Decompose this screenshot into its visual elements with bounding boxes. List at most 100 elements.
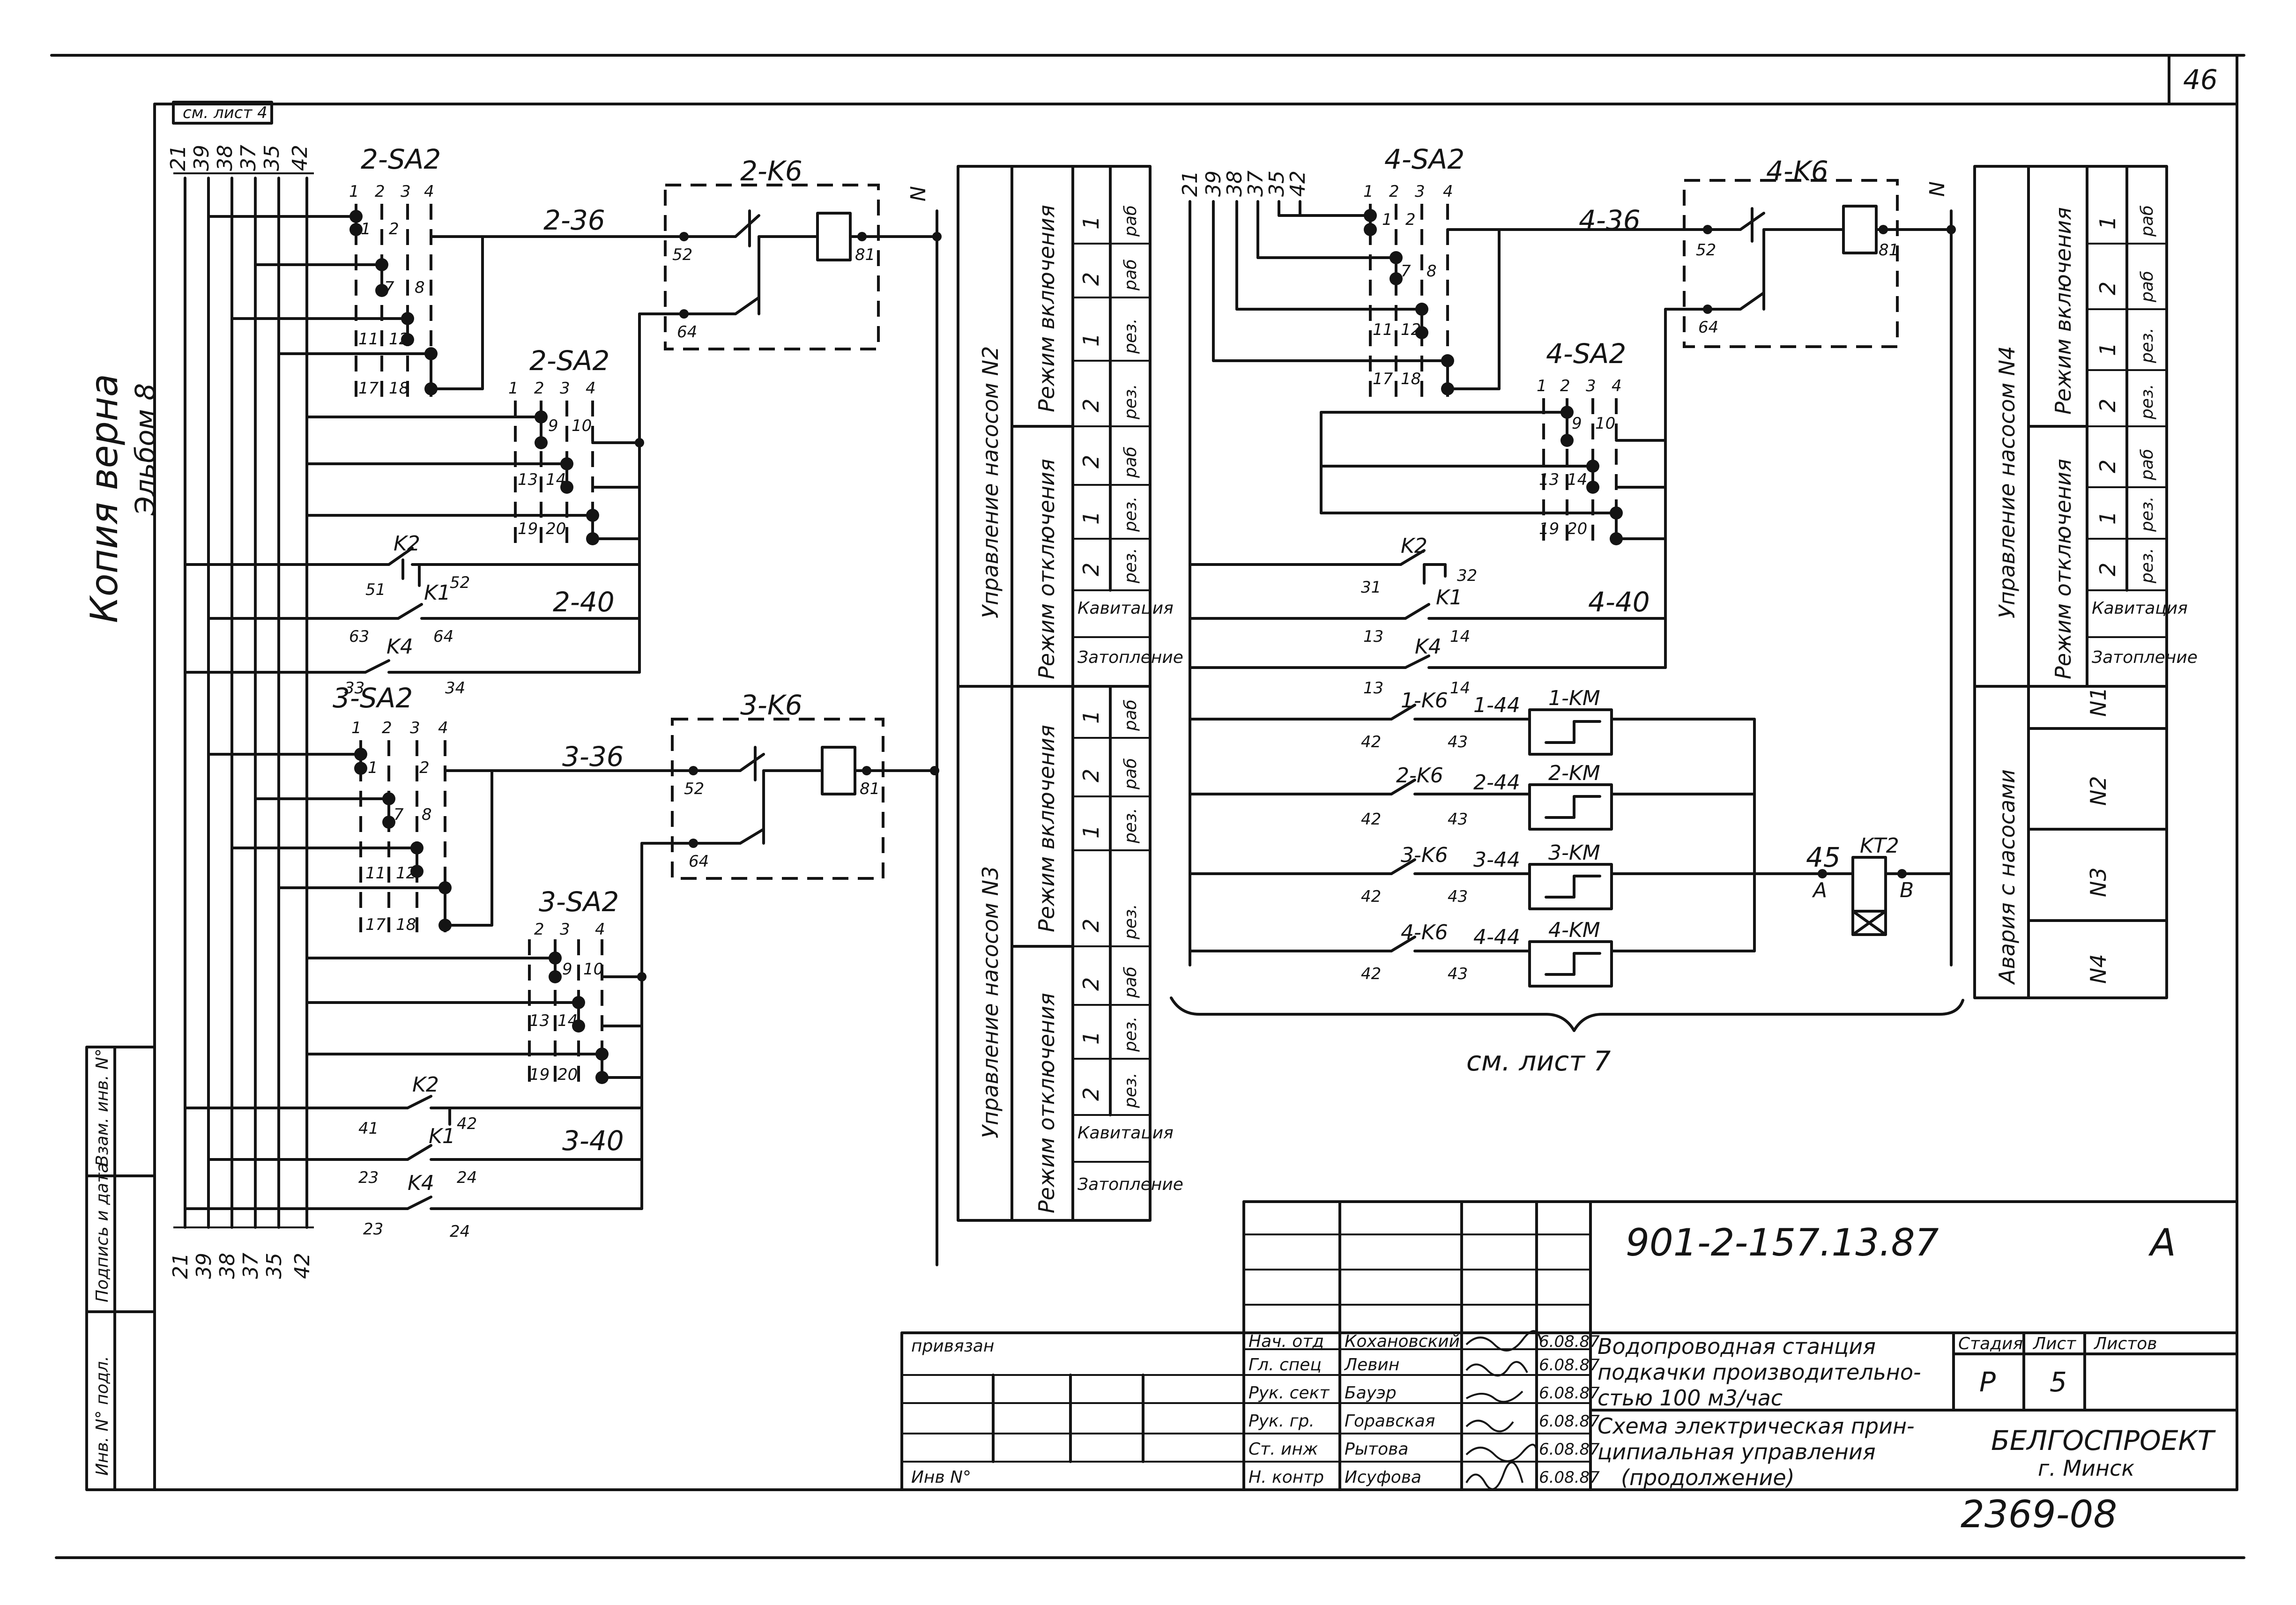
org-city: г. Минск	[2038, 1456, 2134, 1481]
term-label: 52	[672, 245, 692, 264]
row-num: 2	[2095, 399, 2120, 412]
row-cav: Кавитация	[1077, 599, 1174, 618]
wire-label: 2-36	[543, 204, 605, 236]
bus-label: 35	[262, 1253, 286, 1279]
pos-label: 1	[1537, 377, 1547, 395]
contact-label: 17	[1373, 370, 1393, 388]
term-label: 13	[1363, 679, 1383, 698]
km-label: 3-KM	[1548, 841, 1600, 865]
contact-k-label: K1	[429, 1124, 455, 1148]
contact-label: 1	[368, 758, 378, 777]
side-stamp: Инв. N° подл. Подпись и дата Взам. инв. …	[85, 1046, 156, 1491]
table-mode: Режим отключения	[2051, 459, 2076, 679]
tied-label: привязан	[911, 1337, 994, 1356]
row-mode: рез.	[2138, 496, 2157, 532]
contact-label: 13	[1539, 470, 1559, 489]
term-label: 81	[1879, 241, 1899, 260]
relay-2-k6-circuit: 2-36 2-K6 52 64 81	[481, 155, 938, 444]
relay-4-k6-circuit: 4-36 4-K6 52 64 81	[1498, 155, 1953, 442]
term-label: 42	[1361, 733, 1381, 751]
row-mode: раб	[1121, 205, 1140, 237]
term-label: 64	[433, 627, 453, 646]
pos-label: 3	[560, 379, 570, 398]
switch-2-sa2-a: 2-SA2 1 2 3 4 1 2 7 8 11 12 17 18	[207, 143, 484, 403]
row-mode: рез.	[1121, 384, 1140, 420]
wire-label: 3-44	[1473, 848, 1520, 872]
row-flood: Затопление	[1077, 1175, 1183, 1194]
switch-label: 2-SA2	[529, 345, 609, 377]
pos-label: 3	[1415, 182, 1425, 201]
relay-label: 1-K6	[1401, 689, 1448, 713]
corner-mark: 46	[2183, 64, 2218, 96]
title-block: 901-2-157.13.87 А привязан Инв N° Нач. о…	[900, 1200, 2238, 1491]
contact-k-label: K1	[424, 581, 451, 605]
bus-label: 35	[1265, 171, 1289, 197]
date: 6.08.87	[1539, 1468, 1600, 1487]
right-busbars: 21 39 38 37 35 42	[1178, 171, 1310, 966]
bus-label: 37	[237, 145, 260, 171]
contact-label: 20	[557, 1065, 578, 1084]
bus-label: 38	[215, 1253, 239, 1279]
wire-label: 2-40	[553, 586, 615, 618]
contact-label: 11	[1373, 320, 1393, 339]
drawing-title: ципиальная управления	[1598, 1439, 1876, 1464]
contact-label: 13	[518, 470, 538, 489]
contact-label: 11	[358, 330, 379, 349]
project-title: Водопроводная станция	[1598, 1334, 1876, 1359]
row-mode: рез.	[2138, 548, 2157, 584]
role: Ст. инж	[1248, 1440, 1318, 1459]
row-num: 2	[2095, 563, 2120, 576]
table-mode: Режим отключения	[1034, 993, 1059, 1213]
pump-label: N3	[2086, 867, 2111, 897]
row-num: 2	[1078, 272, 1104, 286]
term-label: 43	[1448, 733, 1468, 751]
date: 6.08.87	[1539, 1356, 1600, 1375]
table-mode: Режим отключения	[1034, 459, 1059, 679]
bus-label: 37	[239, 1253, 263, 1279]
switch-label: 2-SA2	[361, 143, 441, 175]
side-stamp-sign: Подпись и дата	[93, 1163, 112, 1302]
contact-label: 11	[365, 864, 386, 883]
contact-label: 18	[389, 379, 409, 398]
date: 6.08.87	[1539, 1412, 1600, 1431]
row-num: 2	[2095, 460, 2120, 473]
contact-label: 8	[1427, 262, 1437, 281]
contact-label: 8	[415, 278, 425, 297]
row-num: 2	[1078, 455, 1104, 468]
person-name: Левин	[1344, 1355, 1399, 1375]
row-num: 2	[1078, 399, 1104, 412]
sheets-label: Листов	[2093, 1334, 2157, 1353]
row-num: 1	[1078, 825, 1104, 839]
project-title: стью 100 м3/час	[1598, 1385, 1783, 1411]
switch-3-sa2-a: 3-SA2 1 2 3 4 1 2 7 8 11 12 17 18	[207, 682, 493, 934]
row-num: 2	[1078, 919, 1104, 932]
term-label: 64	[689, 852, 709, 871]
relay-label: 2-K6	[740, 155, 802, 187]
person-name: Исуфова	[1345, 1468, 1421, 1487]
contact-label: 2	[389, 220, 399, 238]
km-row-4: 4-K6 4-44 42 43 4-KM	[1189, 918, 1756, 988]
row-num: 2	[1078, 563, 1104, 576]
table-title: Управление насосом N3	[978, 866, 1003, 1138]
bus-label: 21	[1178, 171, 1202, 197]
org-name: БЕЛГОСПРОЕКТ	[1991, 1425, 2216, 1456]
term-label: 81	[860, 780, 880, 798]
bus-label: 38	[1223, 171, 1247, 197]
bus-label: 42	[1286, 171, 1310, 197]
relay-label: 3-K6	[1401, 843, 1448, 867]
km-row-3: 3-K6 3-44 42 43 3-KM	[1189, 841, 1854, 910]
contact-k-label: K4	[386, 635, 413, 659]
term-label: 13	[1363, 627, 1383, 646]
row-num: 2	[1078, 977, 1104, 991]
row-mode: раб	[1121, 446, 1140, 478]
pos-label: 3	[1586, 377, 1596, 395]
term-label: 64	[677, 323, 697, 342]
sheet-label: Лист	[2032, 1334, 2076, 1353]
term-label: 32	[1457, 566, 1477, 585]
right-mode-table: Управление насосом N4 Режим включения Ре…	[1973, 165, 2198, 999]
pos-label: 1	[349, 182, 359, 201]
row-num: 2	[1078, 769, 1104, 782]
contact-k-label: K4	[1415, 635, 1442, 659]
drawing-title: (продолжение)	[1621, 1465, 1795, 1490]
km-row-2: 2-K6 2-44 42 43 2-KM	[1189, 761, 1756, 831]
